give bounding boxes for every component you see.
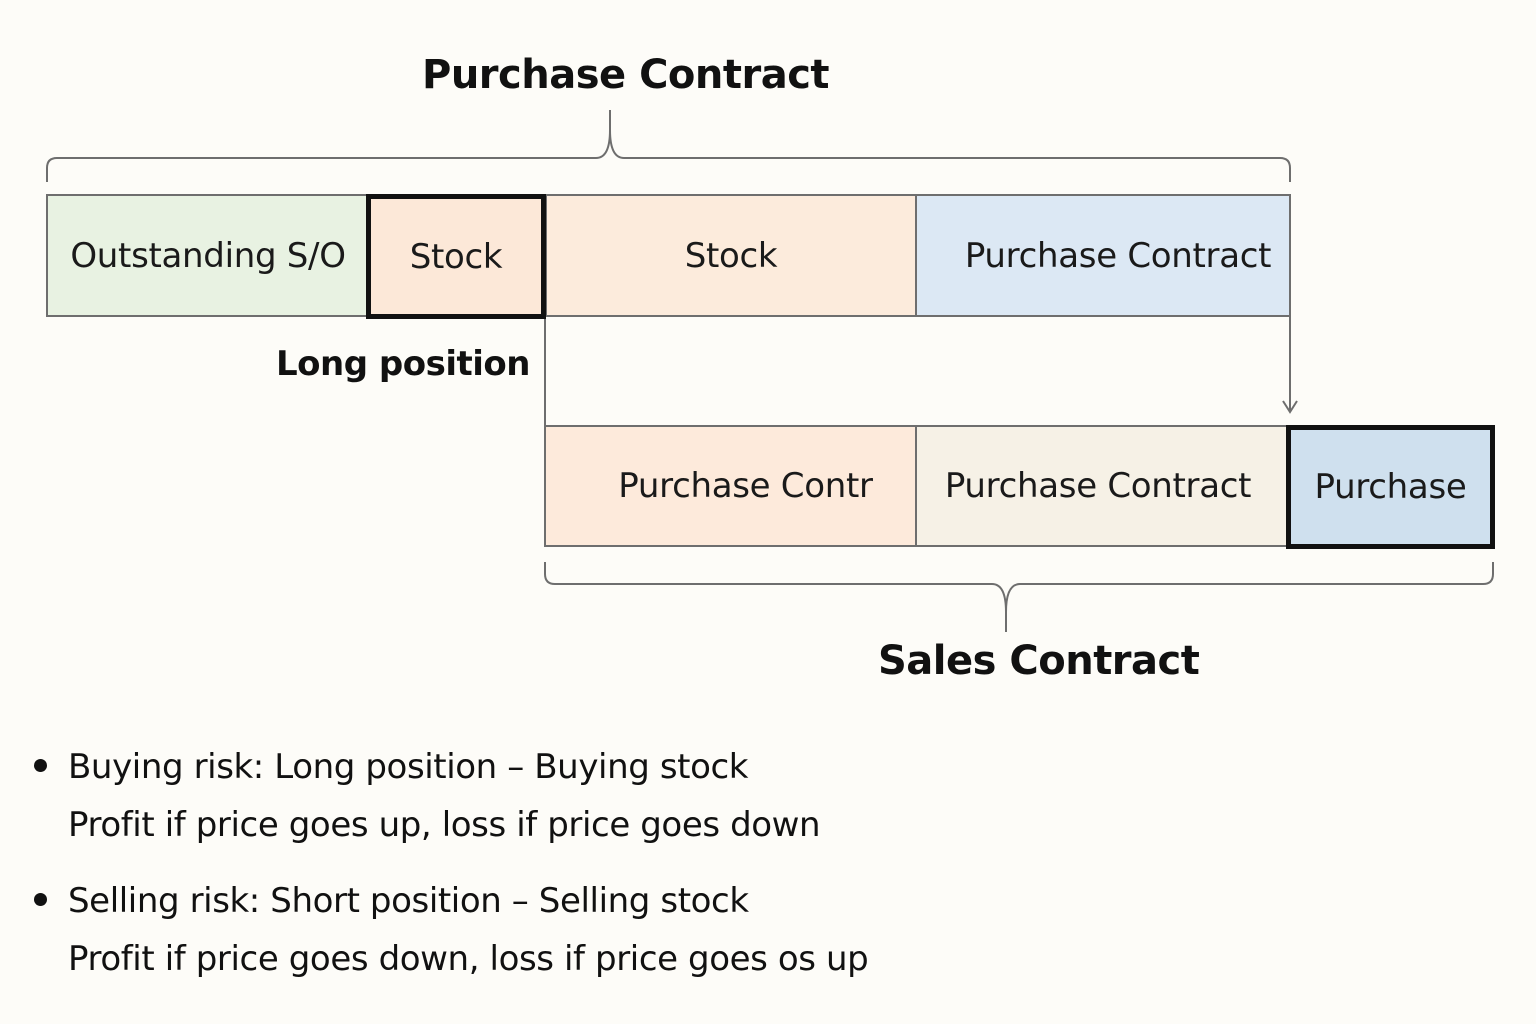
selling-risk-note: Selling risk: Short position – Selling s… [34,872,869,988]
stock-label-1: Stock [409,236,503,277]
purchase-contract-brace [46,110,1291,182]
purchase-contract-label-top: Purchase Contract [964,235,1272,276]
outstanding-so-label: Outstanding S/O [70,235,346,276]
risk-notes: Buying risk: Long position – Buying stoc… [34,738,869,1006]
purchase-contract-label-bottom: Purchase Contract [944,466,1252,506]
sales-contract-brace [544,562,1494,632]
stock-box-highlighted: Stock [366,194,546,319]
purchase-contract-box-top: Purchase Contract [915,194,1291,317]
long-position-label: Long position [276,344,530,384]
purchase-contr-label: Purchase Contr [618,466,873,506]
purchase-contr-box: Purchase Contr [544,425,917,547]
bullet-dot-icon [34,893,47,906]
purchase-box-highlighted: Purchase [1286,425,1495,549]
sales-contract-heading: Sales Contract [878,638,1200,684]
bullet-dot-icon [34,759,47,772]
selling-risk-line1: Selling risk: Short position – Selling s… [68,881,749,921]
buying-risk-note: Buying risk: Long position – Buying stoc… [34,738,868,854]
buying-risk-line2: Profit if price goes up, loss if price g… [68,805,821,845]
outstanding-so-box: Outstanding S/O [46,194,370,317]
purchase-arrow-head [1282,400,1298,414]
selling-risk-line2: Profit if price goes down, loss if price… [68,939,869,979]
purchase-label: Purchase [1314,467,1467,507]
purchase-contract-heading: Purchase Contract [422,52,830,98]
stock-box-1: Stock [545,194,917,317]
purchase-contract-box-bottom: Purchase Contract [915,425,1291,547]
stock-label-2: Stock [684,235,778,276]
buying-risk-line1: Buying risk: Long position – Buying stoc… [68,747,749,787]
